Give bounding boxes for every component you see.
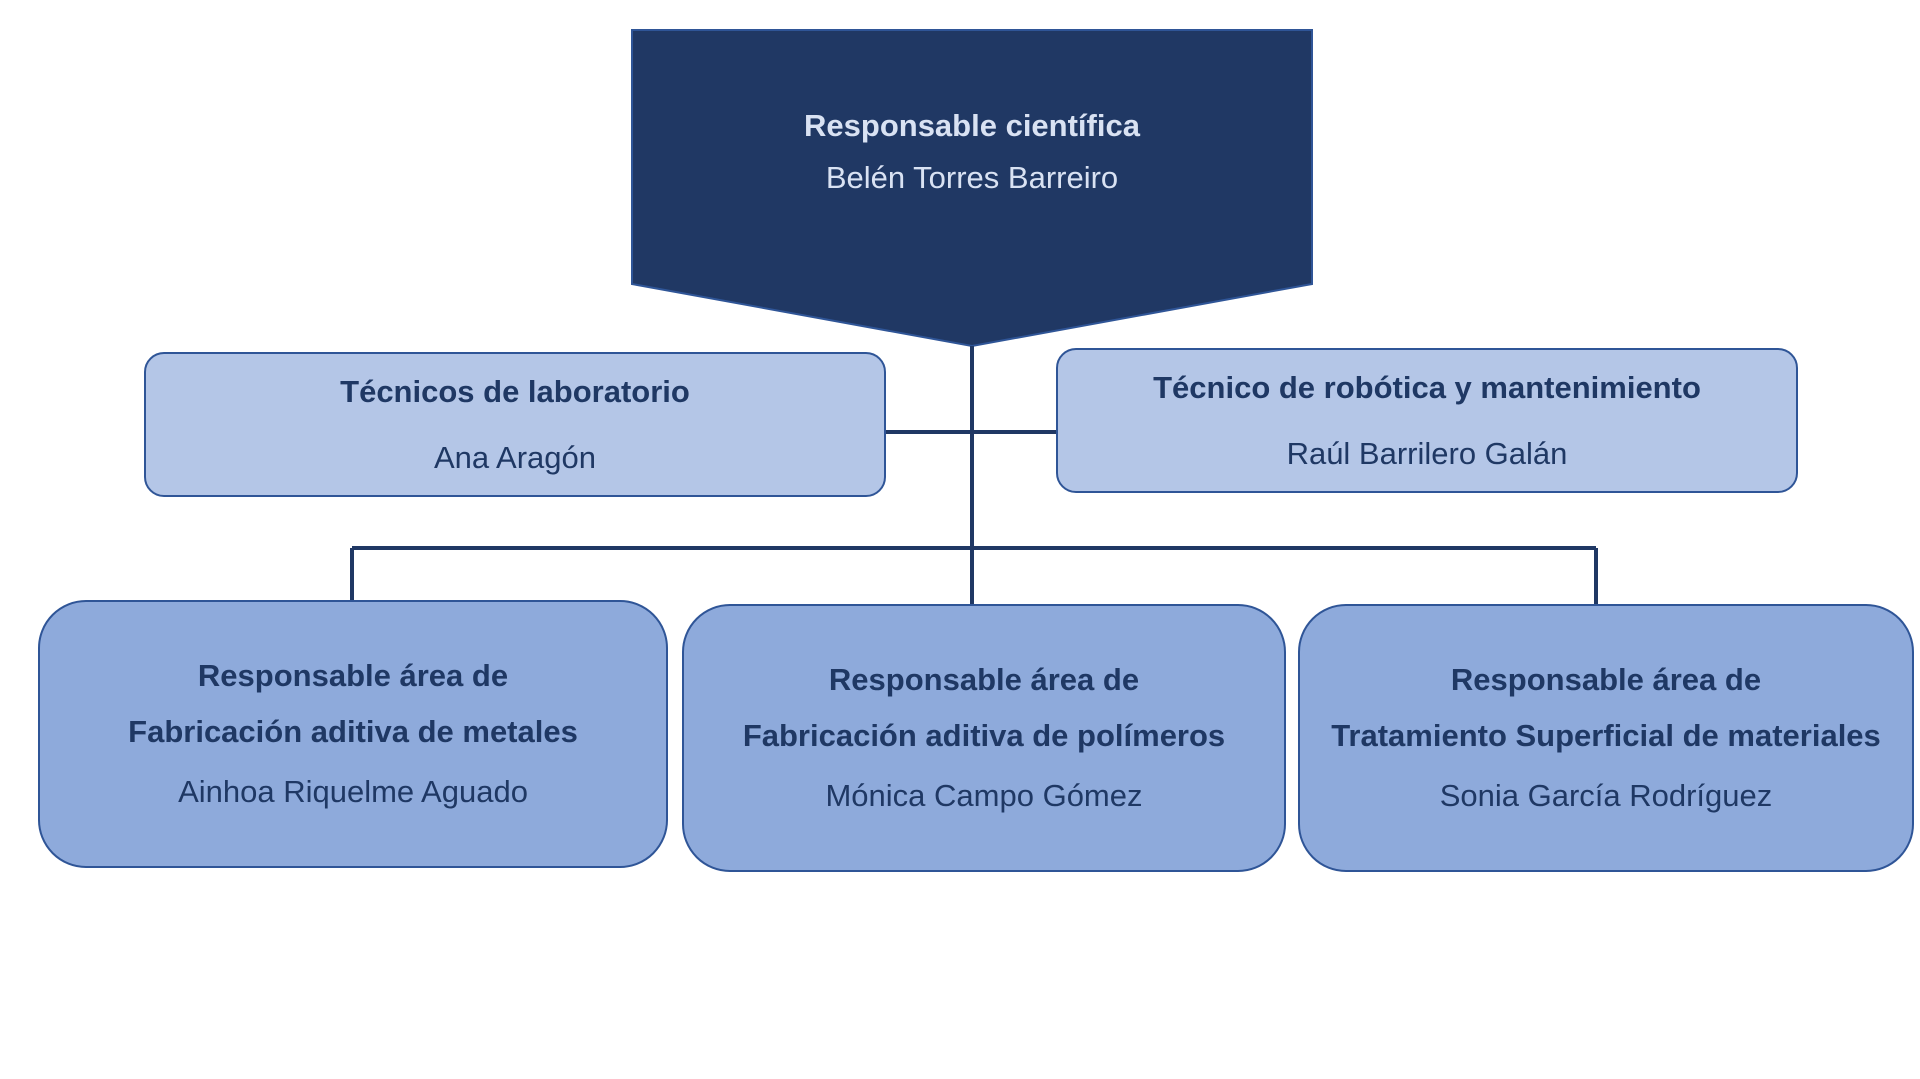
area-node-role-line2: Fabricación aditiva de metales xyxy=(128,714,578,749)
staff-node-role: Técnico de robótica y mantenimiento xyxy=(1153,369,1701,405)
area-node-role-line2: Fabricación aditiva de polímeros xyxy=(742,718,1226,753)
staff-node-name: Raúl Barrilero Galán xyxy=(1286,435,1568,471)
staff-node-robotics-technician: Técnico de robótica y mantenimiento Raúl… xyxy=(1056,348,1798,493)
staff-node-role: Técnicos de laboratorio xyxy=(340,373,690,409)
staff-node-name: Ana Aragón xyxy=(433,439,597,475)
top-node-name: Belén Torres Barreiro xyxy=(825,160,1119,195)
area-node-role-line1: Responsable área de xyxy=(197,658,509,693)
area-node-role-line1: Responsable área de xyxy=(1450,662,1762,697)
area-node-metals: Responsable área de Fabricación aditiva … xyxy=(38,600,668,868)
top-node-shape xyxy=(631,29,1313,348)
area-node-name: Ainhoa Riquelme Aguado xyxy=(178,774,528,809)
area-node-name: Sonia García Rodríguez xyxy=(1439,778,1773,813)
area-node-polymers: Responsable área de Fabricación aditiva … xyxy=(682,604,1286,872)
top-node-role: Responsable científica xyxy=(804,108,1140,143)
area-node-role-line1: Responsable área de xyxy=(828,662,1140,697)
area-node-surface-treatment: Responsable área de Tratamiento Superfic… xyxy=(1298,604,1914,872)
area-node-name: Mónica Campo Gómez xyxy=(825,778,1143,813)
top-node: Responsable científica Belén Torres Barr… xyxy=(632,100,1312,204)
staff-node-lab-technicians: Técnicos de laboratorio Ana Aragón xyxy=(144,352,886,497)
area-node-role-line2: Tratamiento Superficial de materiales xyxy=(1331,718,1881,753)
